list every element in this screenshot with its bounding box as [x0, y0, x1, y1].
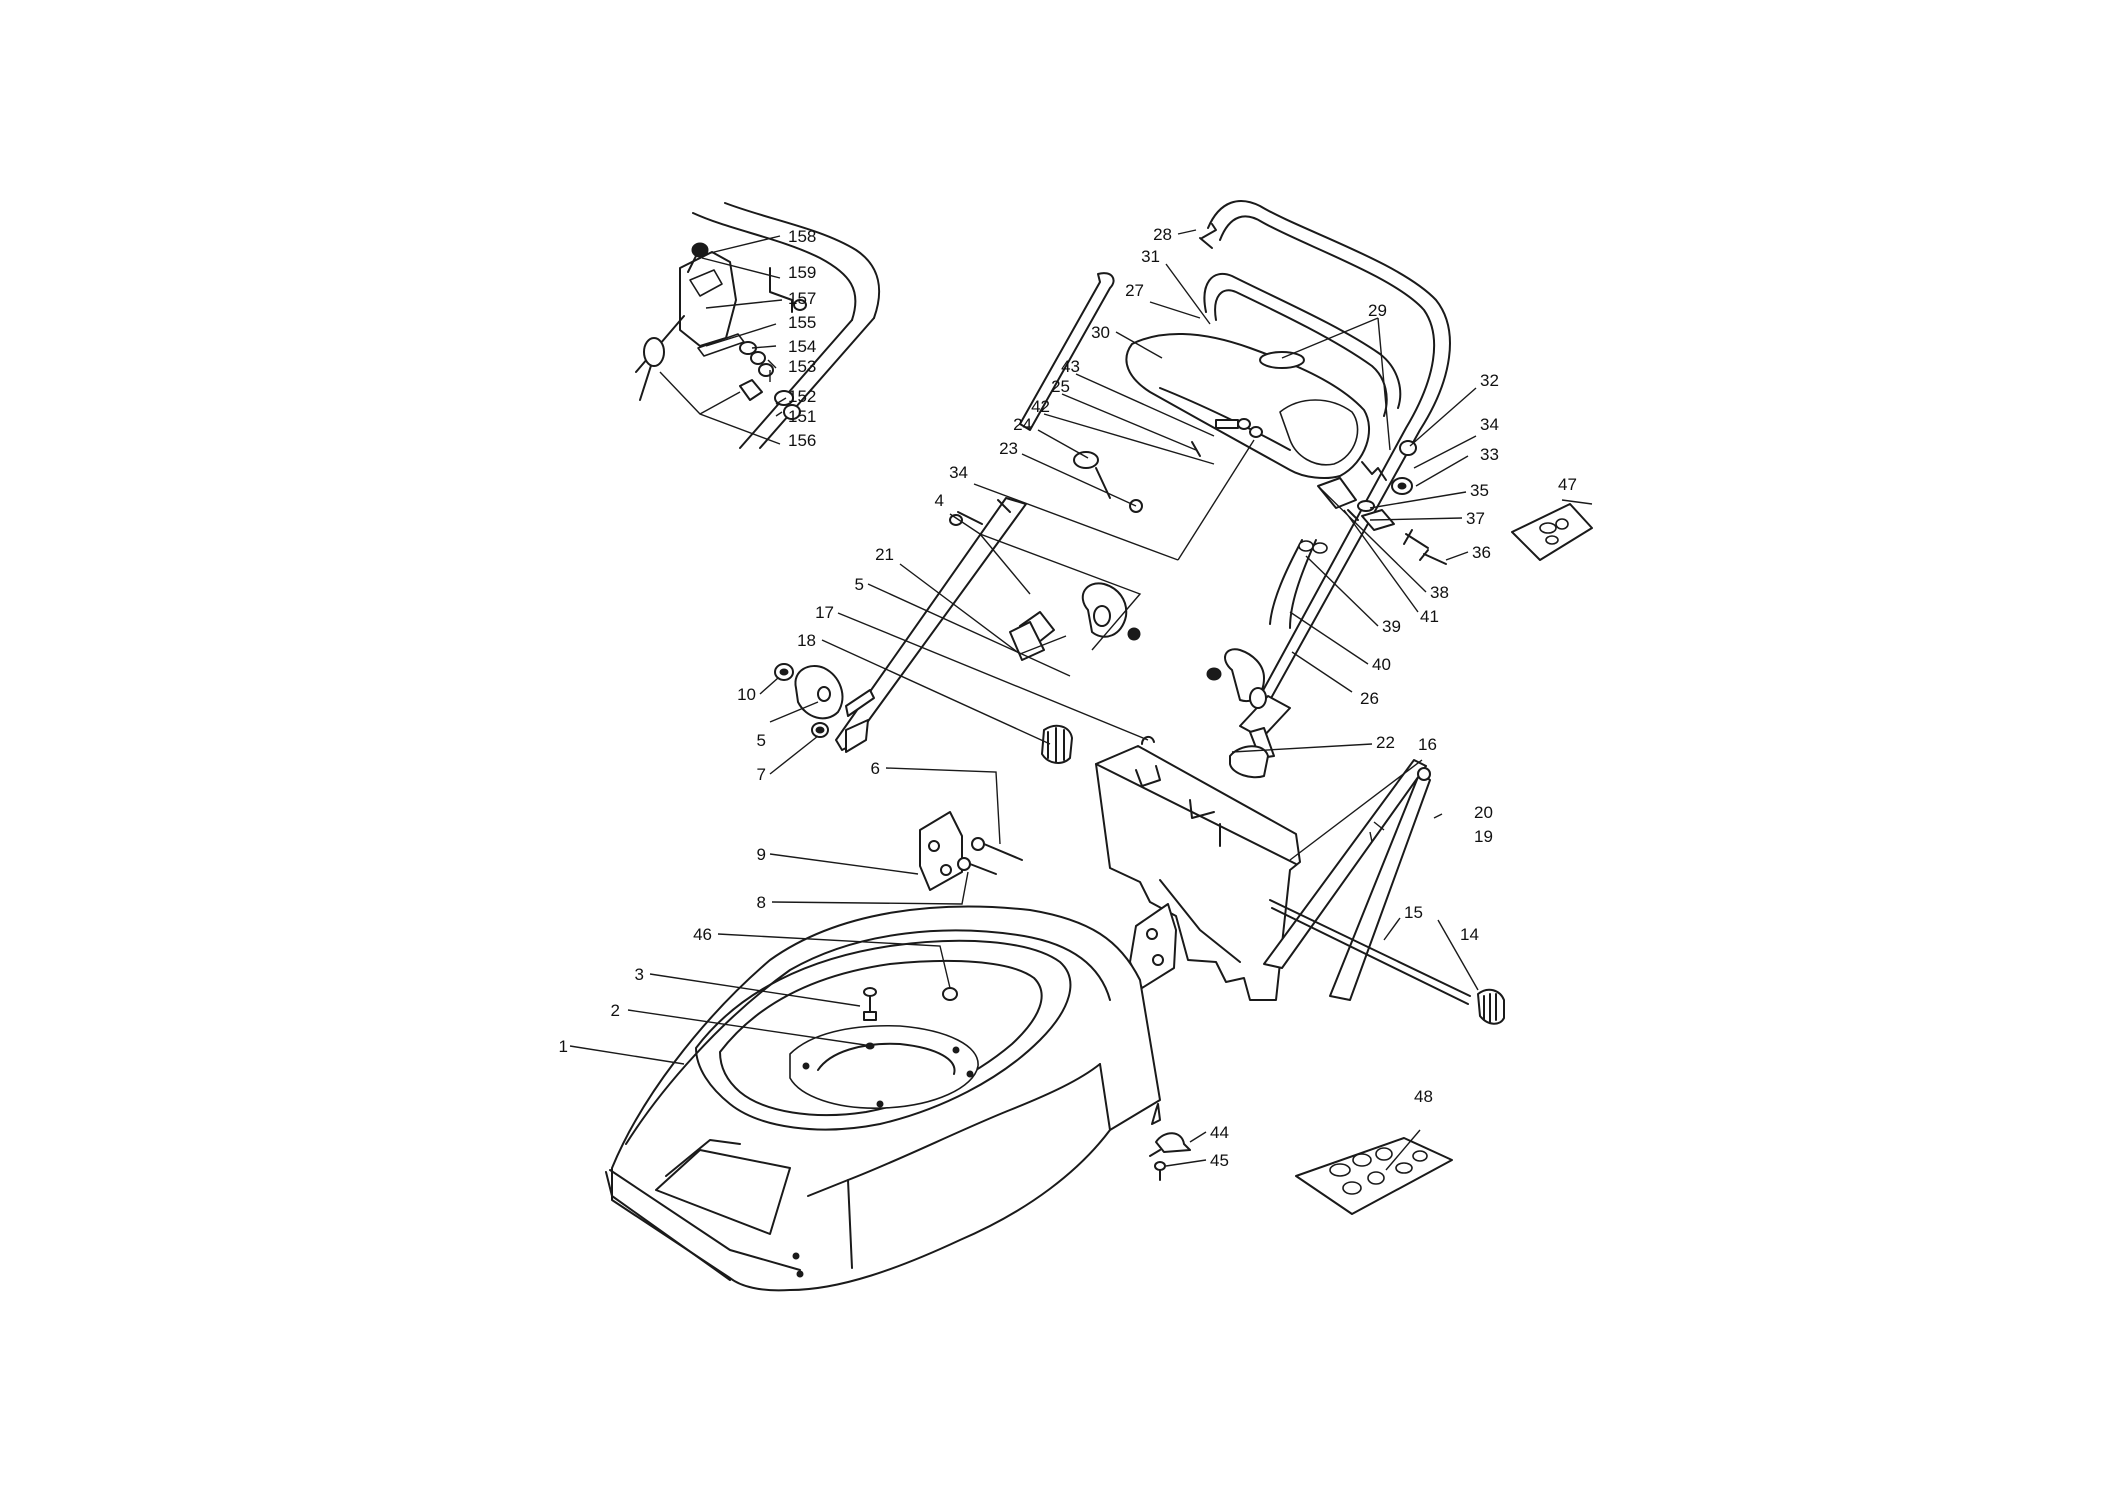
- leader-lines: [569, 229, 1593, 1171]
- label-25: 25: [1051, 377, 1070, 396]
- label-2: 2: [611, 1001, 620, 1020]
- left-knob-group: [774, 663, 844, 738]
- label-48: 48: [1414, 1087, 1433, 1106]
- label-38: 38: [1430, 583, 1449, 602]
- hardware-bag-47: [1511, 503, 1593, 561]
- cable-clamp-44-45: [1149, 1132, 1191, 1181]
- label-20: 20: [1474, 803, 1493, 822]
- height-adjust-brackets: [919, 811, 1177, 989]
- label-18: 18: [797, 631, 816, 650]
- inset-throttle-detail: [635, 202, 881, 449]
- label-17: 17: [815, 603, 834, 622]
- label-47: 47: [1558, 475, 1577, 494]
- label-3: 3: [635, 965, 644, 984]
- label-5-upper: 5: [855, 575, 864, 594]
- label-36: 36: [1472, 543, 1491, 562]
- label-5-lower: 5: [757, 731, 766, 750]
- label-30: 30: [1091, 323, 1110, 342]
- label-8: 8: [757, 893, 766, 912]
- label-37: 37: [1466, 509, 1485, 528]
- label-155: 155: [788, 313, 816, 332]
- label-40: 40: [1372, 655, 1391, 674]
- label-42: 42: [1031, 397, 1050, 416]
- label-23: 23: [999, 439, 1018, 458]
- label-46: 46: [693, 925, 712, 944]
- label-26: 26: [1360, 689, 1379, 708]
- mower-deck: [605, 905, 1161, 1292]
- label-35: 35: [1470, 481, 1489, 500]
- label-14: 14: [1460, 925, 1479, 944]
- label-151: 151: [788, 407, 816, 426]
- handle-clamp-parts: [1317, 477, 1447, 565]
- label-29: 29: [1368, 301, 1387, 320]
- label-154: 154: [788, 337, 816, 356]
- label-32: 32: [1480, 371, 1499, 390]
- label-9: 9: [757, 845, 766, 864]
- label-28: 28: [1153, 225, 1172, 244]
- label-159: 159: [788, 263, 816, 282]
- label-157: 157: [788, 289, 816, 308]
- label-156: 156: [788, 431, 816, 450]
- label-10: 10: [737, 685, 756, 704]
- rear-axle-parts: [1041, 724, 1505, 1025]
- rear-flap-housing: [1095, 745, 1301, 1001]
- upper-handle-assembly: [1125, 200, 1451, 701]
- label-43: 43: [1061, 357, 1080, 376]
- label-4: 4: [935, 491, 944, 510]
- label-45: 45: [1210, 1151, 1229, 1170]
- label-39: 39: [1382, 617, 1401, 636]
- label-19: 19: [1474, 827, 1493, 846]
- lower-handle-left: [835, 272, 1141, 753]
- label-153: 153: [788, 357, 816, 376]
- label-21: 21: [875, 545, 894, 564]
- label-15: 15: [1404, 903, 1423, 922]
- label-34-left: 34: [949, 463, 968, 482]
- lower-handle-right: [1206, 648, 1291, 779]
- label-22: 22: [1376, 733, 1395, 752]
- label-41: 41: [1420, 607, 1439, 626]
- label-34-right: 34: [1480, 415, 1499, 434]
- label-16: 16: [1418, 735, 1437, 754]
- label-31: 31: [1141, 247, 1160, 266]
- label-152: 152: [788, 387, 816, 406]
- part-number-labels: 1 2 3 4 5 5 6 7 8 9 10 14 15 16 17 18 19…: [559, 225, 1577, 1170]
- hardware-bag-48: [1295, 1137, 1453, 1215]
- label-7: 7: [757, 765, 766, 784]
- label-27: 27: [1125, 281, 1144, 300]
- label-44: 44: [1210, 1123, 1229, 1142]
- label-6: 6: [871, 759, 880, 778]
- control-cables: [1269, 539, 1328, 629]
- label-1: 1: [559, 1037, 568, 1056]
- label-24: 24: [1013, 415, 1032, 434]
- label-33: 33: [1480, 445, 1499, 464]
- label-158: 158: [788, 227, 816, 246]
